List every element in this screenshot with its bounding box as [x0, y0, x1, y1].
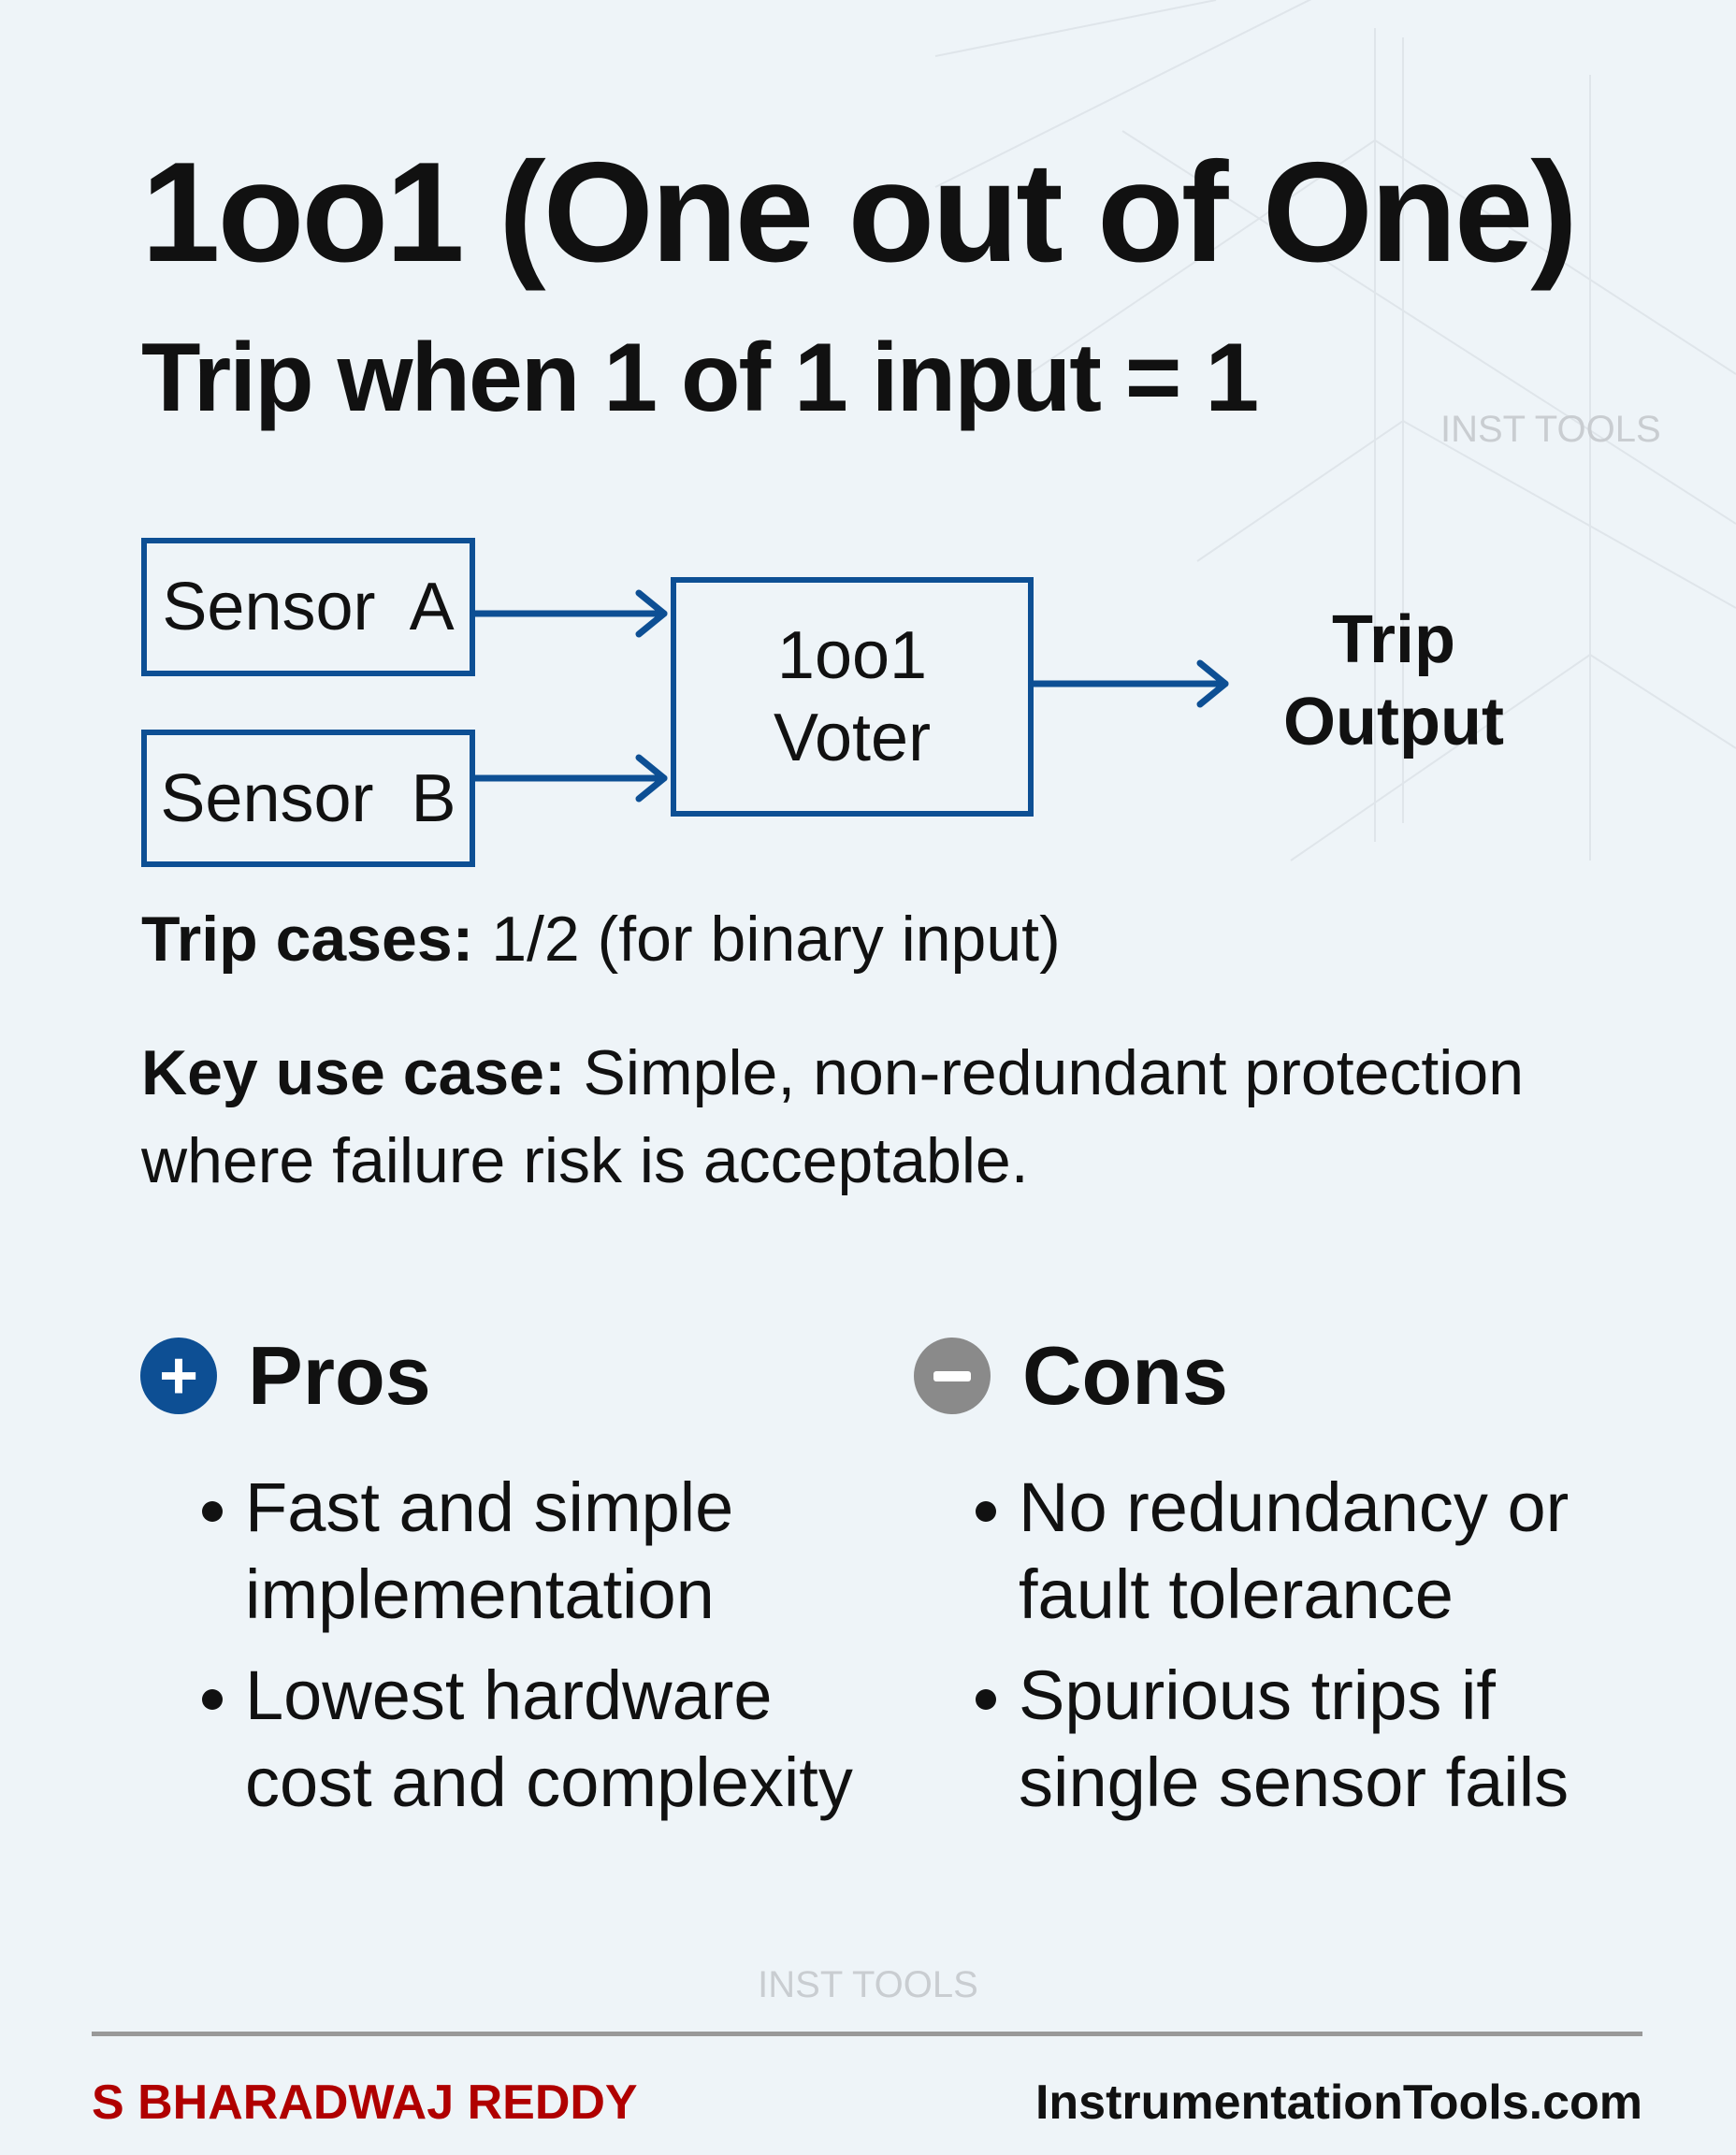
cons-item: Spurious trips if single sensor fails: [976, 1652, 1574, 1826]
footer-divider: [92, 2032, 1642, 2036]
trip-output-line2: Output: [1283, 685, 1504, 759]
arrow-sensor-b-to-voter: [471, 754, 668, 803]
voter-label-line1: 1oo1: [776, 618, 928, 693]
pros-item: Fast and simple implementation: [202, 1464, 857, 1638]
key-use-text: Simple, non-redundant protection: [565, 1037, 1525, 1108]
sensor-a-box: Sensor A: [141, 538, 475, 676]
cons-heading: Cons: [1022, 1329, 1228, 1422]
page-title: 1oo1 (One out of One): [141, 133, 1578, 292]
bottom-watermark: INST TOOLS: [758, 1964, 978, 2005]
trip-output-line1: Trip: [1331, 602, 1455, 677]
key-use-text-line2: where failure risk is acceptable.: [141, 1125, 1029, 1196]
pros-item: Lowest hardware cost and complexity: [202, 1652, 857, 1826]
key-use-label: Key use case:: [141, 1037, 566, 1108]
pros-list: Fast and simple implementation Lowest ha…: [202, 1464, 857, 1840]
arrow-sensor-a-to-voter: [471, 589, 668, 638]
sensor-b-label: Sensor B: [160, 760, 456, 836]
pros-heading: Pros: [248, 1329, 431, 1422]
trip-output-label: Trip Output: [1253, 599, 1534, 763]
cons-list: No redundancy or fault tolerance Spuriou…: [976, 1464, 1574, 1840]
trip-cases-text: 1/2 (for binary input): [473, 904, 1061, 975]
sensor-b-box: Sensor B: [141, 730, 475, 867]
voter-box: 1oo1 Voter: [671, 577, 1034, 817]
footer-site: InstrumentationTools.com: [1034, 2075, 1642, 2130]
trip-cases: Trip cases: 1/2 (for binary input): [141, 903, 1061, 976]
minus-circle-icon: [914, 1338, 991, 1414]
arrow-voter-to-output: [1030, 659, 1229, 708]
voter-label-line2: Voter: [773, 701, 932, 775]
plus-circle-icon: +: [140, 1338, 217, 1414]
footer-author: S BHARADWAJ REDDY: [92, 2075, 638, 2130]
page-subtitle: Trip when 1 of 1 input = 1: [141, 324, 1259, 432]
diagram-arrows: [471, 589, 1229, 803]
trip-cases-label: Trip cases:: [141, 904, 474, 975]
sensor-a-label: Sensor A: [162, 570, 455, 644]
cons-item: No redundancy or fault tolerance: [976, 1464, 1574, 1638]
key-use-case: Key use case: Simple, non-redundant prot…: [141, 1029, 1524, 1205]
watermark: INST TOOLS: [1440, 409, 1661, 450]
